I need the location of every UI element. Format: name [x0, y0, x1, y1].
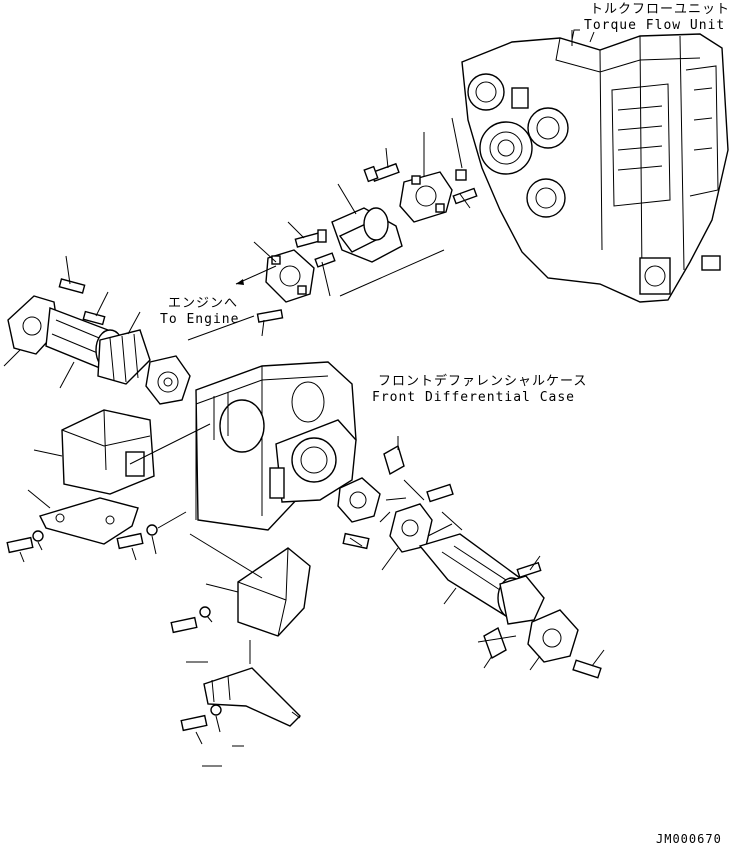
leader-lines-right	[349, 436, 605, 671]
front-drive-shaft-left	[7, 278, 191, 405]
torque-flow-unit-label-jp: トルクフローユニット	[590, 2, 731, 17]
cover-bracket-left	[6, 409, 211, 554]
torque-flow-unit-label-en: Torque Flow Unit	[584, 18, 726, 33]
to-engine-label-jp: エンジンへ	[168, 296, 239, 311]
leader-lines-upper	[235, 117, 471, 337]
front-differential-case	[195, 361, 357, 531]
front-differential-case-label-jp: フロントデファレンシャルケース	[378, 374, 588, 389]
leader-lines-left	[3, 255, 141, 389]
torque-flow-unit	[461, 29, 729, 303]
cover-bracket-lower	[170, 533, 311, 732]
front-differential-case-label-en: Front Differential Case	[372, 390, 576, 405]
leader-lines-bracket	[19, 449, 157, 563]
upper-coupling-group	[256, 162, 478, 323]
drawing-number: JM000670	[656, 832, 722, 846]
construction-lines	[187, 249, 517, 643]
leader-lines-lower	[186, 583, 301, 767]
to-engine-label-en: To Engine	[160, 312, 240, 327]
front-drive-shaft-right	[337, 444, 602, 679]
